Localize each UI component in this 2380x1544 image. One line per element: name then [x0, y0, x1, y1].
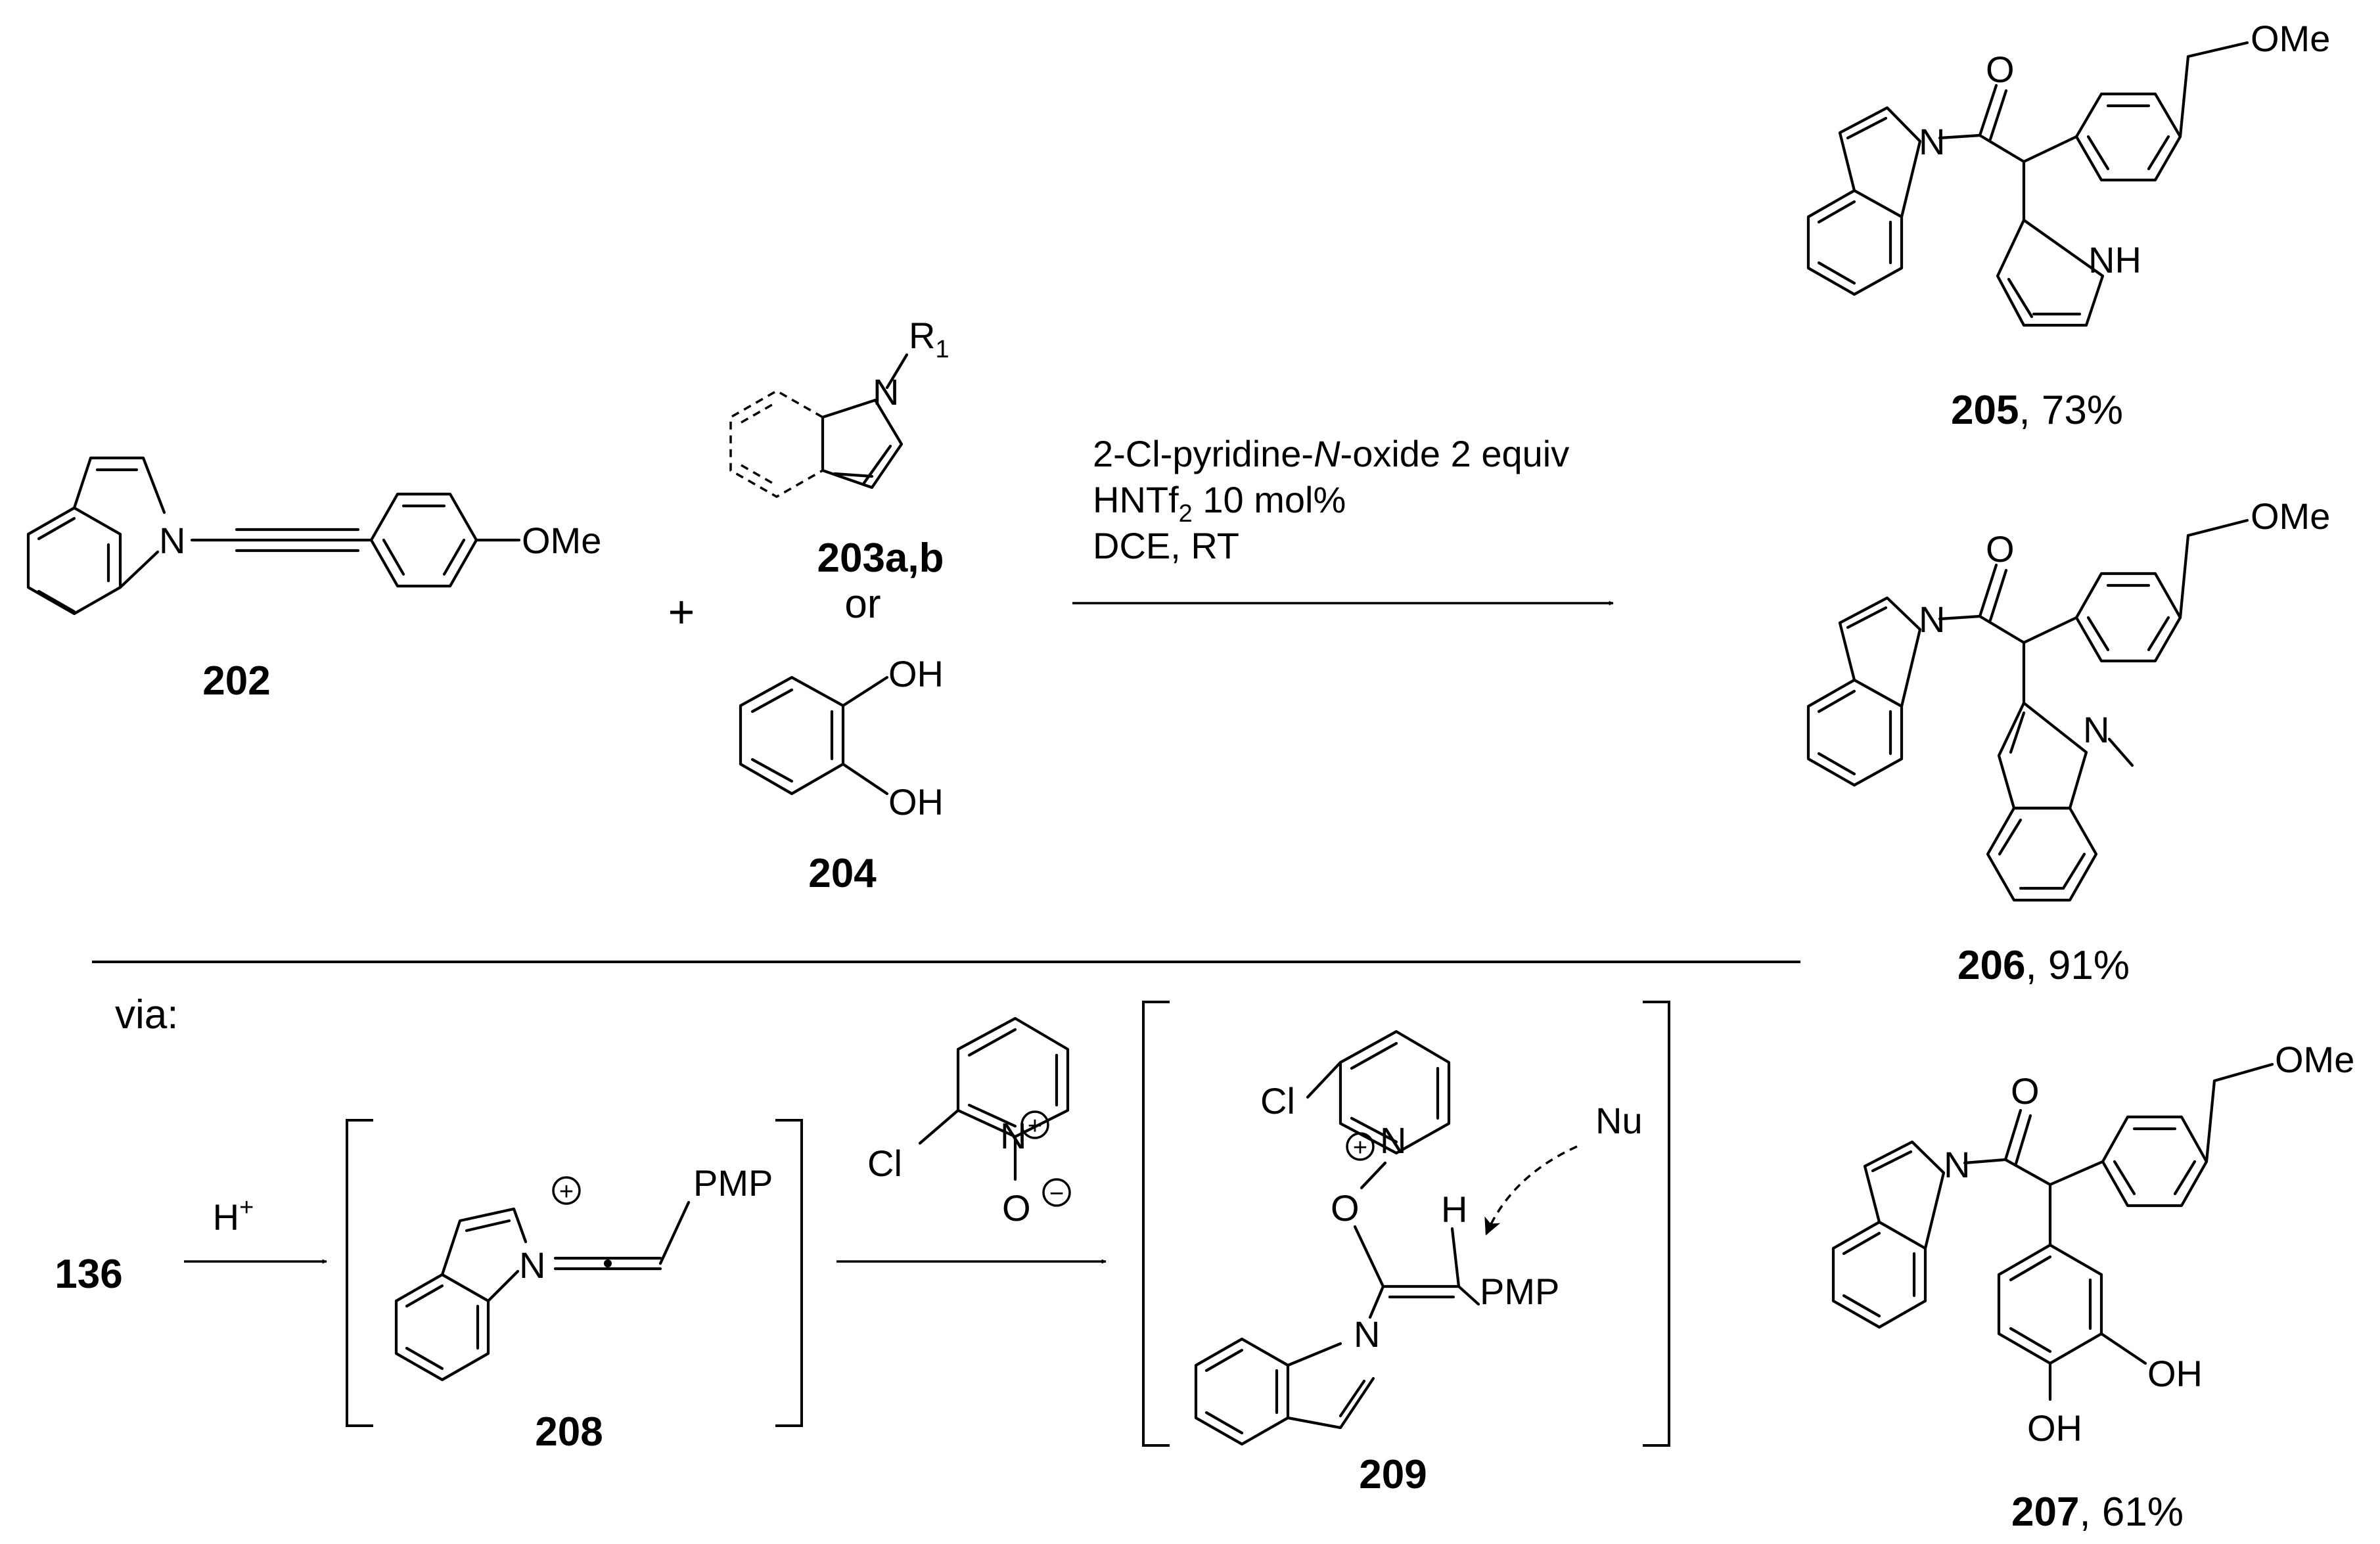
- compound-label-207: 207, 61%: [2011, 1489, 2184, 1535]
- atom-pmp: PMP: [693, 1162, 773, 1204]
- structure-203: N R1: [729, 315, 950, 499]
- atom-nu: Nu: [1595, 1100, 1643, 1141]
- svg-text:+: +: [559, 1178, 574, 1206]
- atom-n: N: [1354, 1313, 1380, 1355]
- compound-label-203: 203a,b: [817, 535, 944, 581]
- nucleophile-attack-arrow: [1484, 1145, 1578, 1236]
- atom-cl: Cl: [1260, 1080, 1295, 1122]
- atom-r1: R1: [909, 315, 950, 363]
- atom-pmp: PMP: [1480, 1271, 1559, 1312]
- atom-oh: OH: [2027, 1407, 2082, 1449]
- atom-h: H: [1441, 1189, 1467, 1230]
- compound-label-208: 208: [535, 1409, 603, 1455]
- atom-ome: OMe: [2251, 18, 2330, 59]
- compound-label-202: 202: [202, 658, 270, 704]
- or-text: or: [844, 581, 881, 627]
- compound-label-206: 206, 91%: [1957, 943, 2130, 988]
- plus-sign: +: [668, 586, 695, 637]
- atom-oh: OH: [888, 781, 944, 823]
- atom-o: O: [1986, 49, 2015, 90]
- acid-label: H+: [213, 1194, 254, 1238]
- via-text: via:: [115, 992, 178, 1037]
- svg-text:−: −: [1049, 1180, 1064, 1208]
- atom-n: N: [159, 520, 185, 561]
- compound-label-209: 209: [1359, 1452, 1427, 1497]
- atom-n: N: [1380, 1120, 1406, 1161]
- structure-206: N O OMe N: [1806, 495, 2330, 902]
- compound-label-136: 136: [55, 1252, 122, 1297]
- structure-205: N O OMe NH: [1806, 18, 2330, 327]
- svg-text:DCE, RT: DCE, RT: [1093, 525, 1239, 566]
- atom-n: N: [1919, 599, 1945, 640]
- structure-2-cl-pyridine-n-oxide: Cl N + O −: [867, 1016, 1071, 1229]
- atom-oh: OH: [888, 653, 944, 694]
- atom-oh: OH: [2147, 1353, 2203, 1394]
- svg-text:HNTf2 10 mol%: HNTf2 10 mol%: [1093, 479, 1346, 528]
- atom-n: N: [873, 371, 899, 413]
- atom-n: N: [1944, 1144, 1970, 1185]
- atom-cl: Cl: [867, 1143, 902, 1184]
- atom-n: N: [519, 1244, 545, 1286]
- atom-n: N: [2083, 709, 2109, 750]
- atom-nh: NH: [2088, 239, 2141, 281]
- structure-204: OH OH: [739, 653, 944, 823]
- atom-o: O: [1331, 1187, 1360, 1229]
- atom-o: O: [1002, 1187, 1031, 1229]
- atom-ome: OMe: [522, 520, 601, 561]
- svg-text:+: +: [1353, 1134, 1367, 1162]
- atom-n: N: [1919, 121, 1945, 162]
- structure-208: N + PMP: [346, 1119, 803, 1427]
- atom-o: O: [2011, 1070, 2040, 1112]
- svg-text:+: +: [1028, 1112, 1042, 1140]
- atom-ome: OMe: [2251, 495, 2330, 537]
- structure-202: N OMe: [26, 456, 601, 616]
- reaction-conditions: 2-Cl-pyridine-N-oxide 2 equiv HNTf2 10 m…: [1093, 433, 1569, 566]
- structure-207: N O OMe OH OH: [1831, 1039, 2354, 1449]
- compound-label-205: 205, 73%: [1951, 388, 2123, 433]
- compound-label-204: 204: [808, 851, 877, 896]
- svg-text:2-Cl-pyridine-N-oxide 2 equiv: 2-Cl-pyridine-N-oxide 2 equiv: [1093, 433, 1569, 474]
- structure-209: Cl N + O H PMP N Nu: [1142, 1001, 1670, 1447]
- atom-o: O: [1986, 528, 2015, 570]
- atom-ome: OMe: [2275, 1039, 2354, 1080]
